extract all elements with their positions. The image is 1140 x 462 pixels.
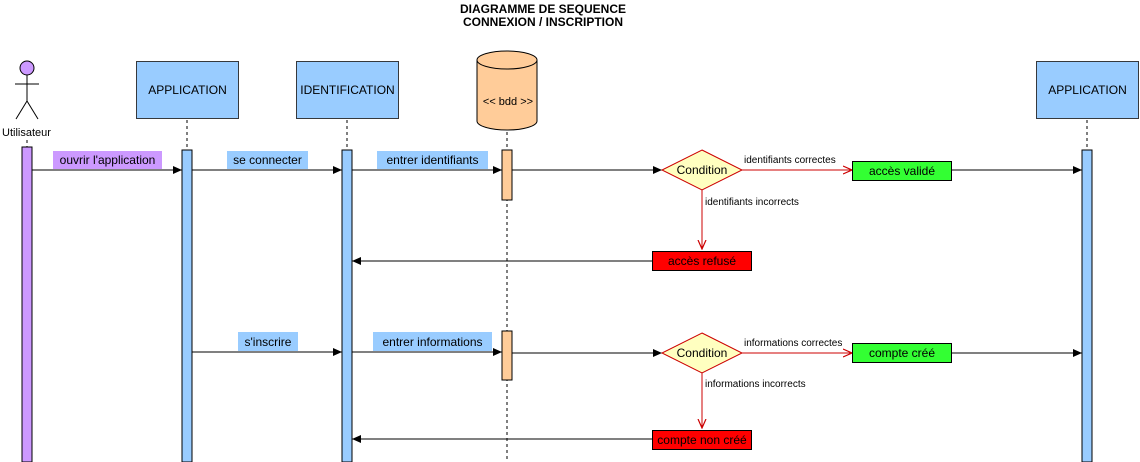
activation-bar-bdd-signup — [501, 330, 513, 381]
message-enter-info: entrer informations — [373, 332, 492, 351]
diagram-title: DIAGRAMME DE SEQUENCE CONNEXION / INSCRI… — [0, 3, 1086, 29]
title-line-1: DIAGRAMME DE SEQUENCE — [459, 2, 626, 16]
message-open-app: ouvrir l'application — [53, 151, 162, 169]
signup-correct-label: informations correctes — [744, 338, 843, 349]
database-cylinder-icon — [476, 50, 538, 131]
activation-bar-identification — [341, 149, 353, 462]
title-line-2: CONNEXION / INSCRIPTION — [462, 15, 623, 29]
message-signup: s'inscrire — [238, 332, 298, 351]
login-failure-box: accès refusé — [652, 251, 752, 271]
signup-incorrect-label: informations incorrects — [705, 379, 806, 390]
signup-failure-box: compte non créé — [652, 430, 752, 450]
participant-database: << bdd >> — [482, 96, 534, 108]
activation-bar-bdd-login — [501, 149, 513, 201]
activation-bar-actor — [21, 146, 33, 462]
login-condition-label: Condition — [676, 163, 728, 177]
activation-bar-app-left — [181, 149, 193, 462]
message-enter-credentials: entrer identifiants — [377, 151, 488, 169]
message-login: se connecter — [227, 151, 308, 169]
actor-stick-figure-icon — [15, 60, 39, 120]
signup-condition-label: Condition — [676, 346, 728, 360]
signup-success-box: compte créé — [852, 343, 952, 363]
participant-application-left: APPLICATION — [136, 61, 239, 119]
activation-bar-app-right — [1081, 149, 1093, 462]
participant-identification: IDENTIFICATION — [296, 61, 399, 119]
login-correct-label: identifiants correctes — [744, 155, 836, 166]
participant-application-right: APPLICATION — [1036, 61, 1139, 119]
login-incorrect-label: identifiants incorrects — [705, 197, 799, 208]
login-success-box: accès validé — [852, 161, 952, 181]
participant-actor-label: Utilisateur — [2, 127, 51, 139]
